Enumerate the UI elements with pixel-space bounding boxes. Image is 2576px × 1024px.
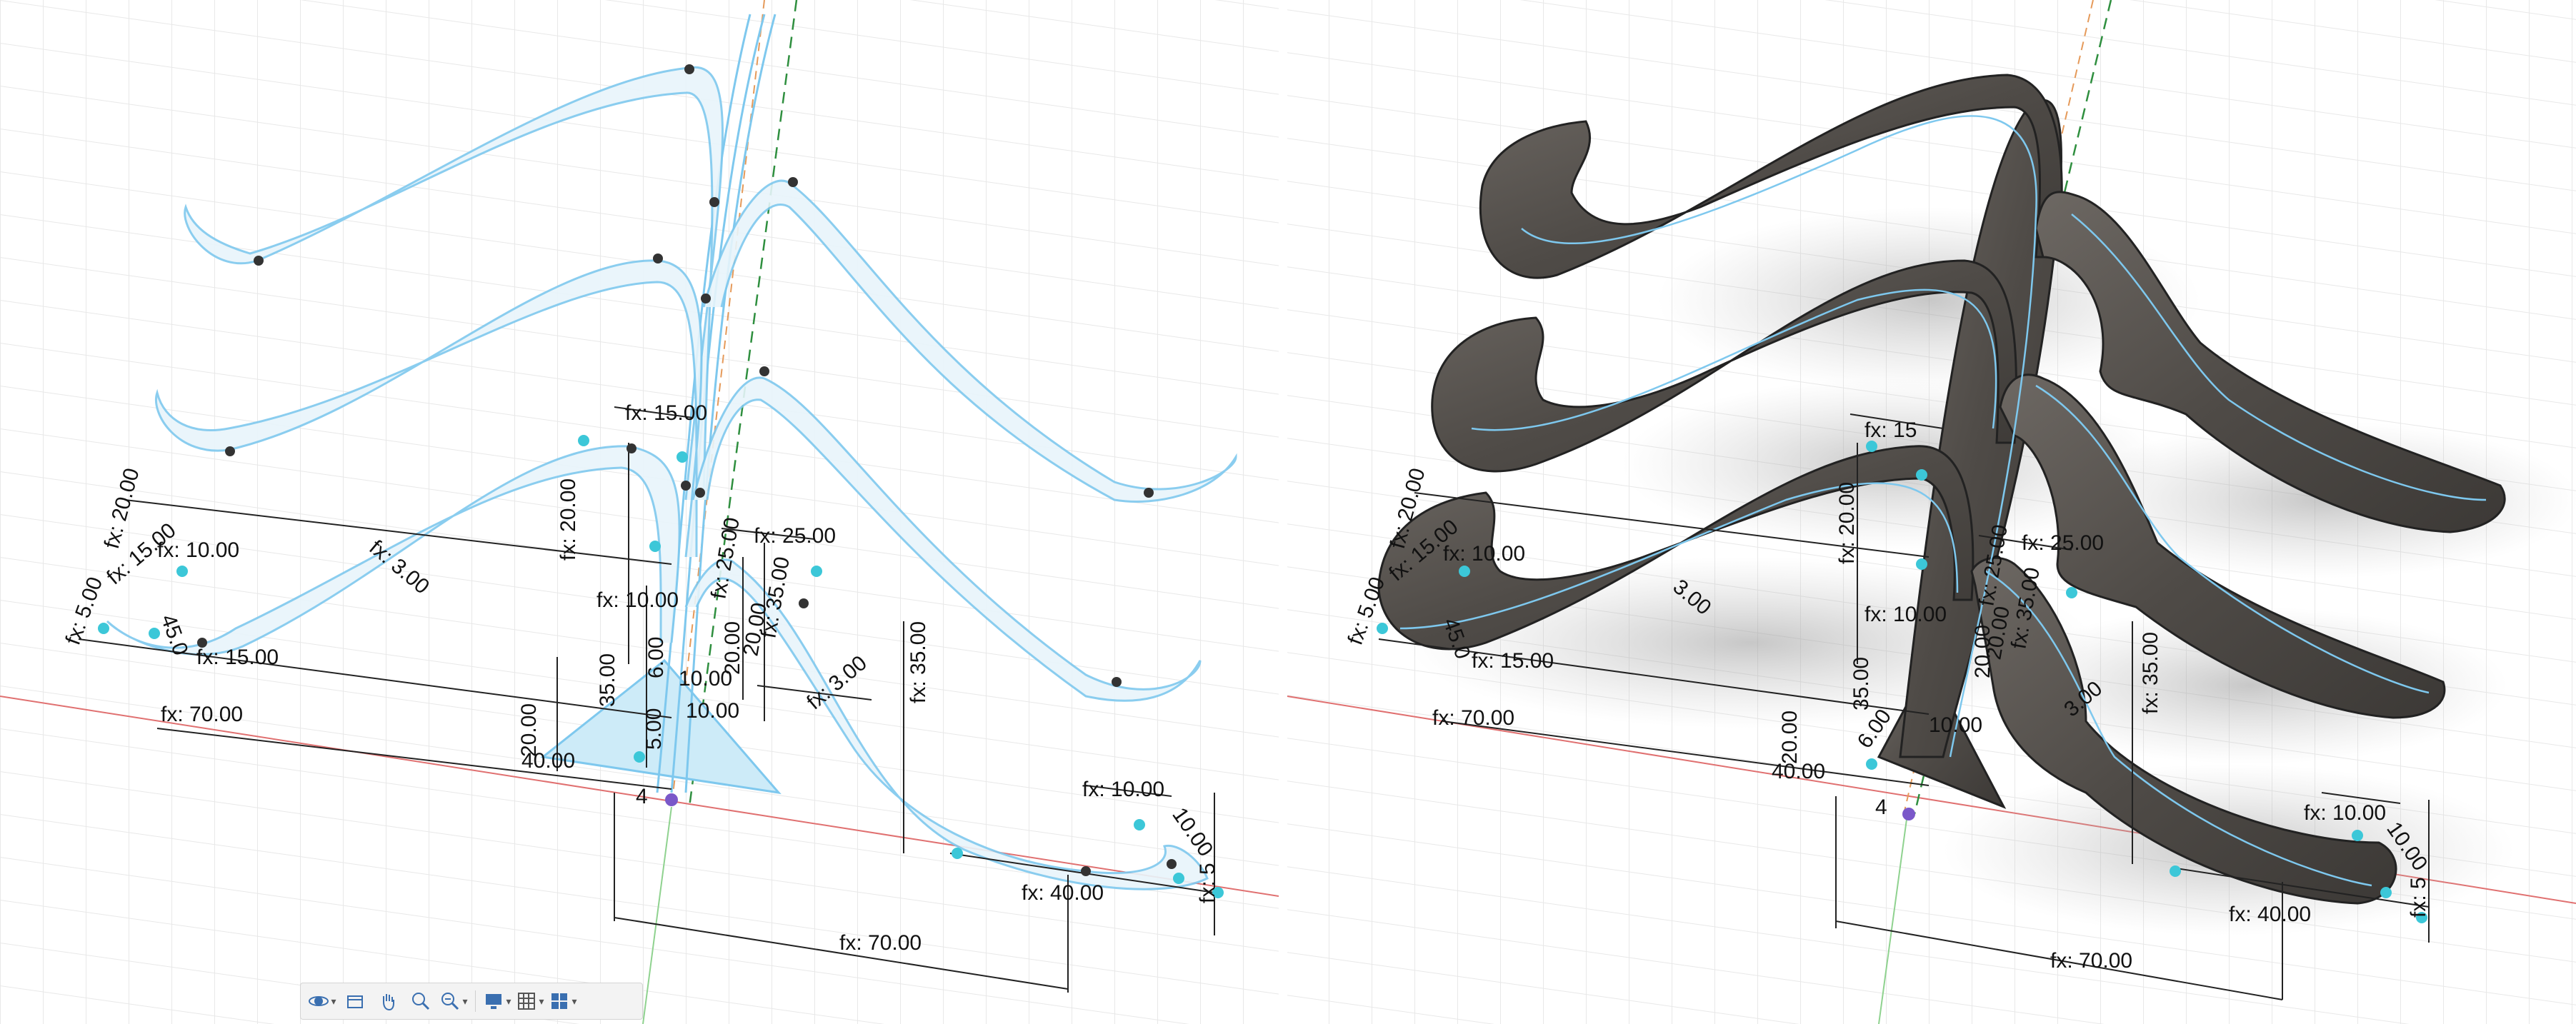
dimension-lines (1378, 413, 2430, 1000)
look-at-icon (347, 995, 363, 1008)
chevron-down-icon[interactable]: ▾ (331, 995, 336, 1007)
dim-label: fx: 15 (1864, 418, 1917, 442)
dim-label: fx: 25.00 (754, 524, 836, 548)
grid-settings-icon (518, 993, 536, 1010)
dim-label: fx: 15.00 (625, 401, 707, 425)
toolbar-divider (475, 990, 476, 1012)
dim-label: 20.00 (721, 621, 744, 675)
dim-label: fx: 70.00 (1432, 706, 1514, 730)
dim-label: 10.00 (1929, 713, 1982, 737)
dim-label: fx: 10.00 (1443, 542, 1525, 566)
dim-label: 40.00 (1772, 760, 1825, 783)
dimension-lines (78, 406, 1215, 993)
dim-label: fx: 5 (1196, 863, 1219, 903)
middle-left-branch-body (1431, 259, 2017, 473)
dim-label: fx: 40.00 (2229, 903, 2311, 926)
dim-label: fx: 20.00 (556, 478, 580, 561)
dim-label: 4 (636, 785, 648, 808)
dim-label: 10.00 (686, 699, 739, 723)
y-axis-line (642, 806, 672, 1024)
left-viewport[interactable]: fx: 15.00 fx: 20.00 fx: 25.00 fx: 20.00 … (0, 0, 1279, 1024)
fit-button[interactable]: ▾ (439, 987, 468, 1015)
dimension-labels[interactable]: fx: 15 fx: 20.00 fx: 25.00 fx: 20.00 fx:… (1344, 418, 2432, 973)
y-axis-line (1878, 813, 1908, 1024)
pan-button[interactable] (374, 987, 402, 1015)
dim-label: 10.00 (679, 667, 732, 691)
dim-label: fx: 25.00 (2022, 531, 2104, 555)
chevron-down-icon[interactable]: ▾ (506, 995, 511, 1007)
display-settings-icon (486, 994, 502, 1009)
dim-label: fx: 40.00 (1022, 881, 1104, 905)
fit-zoom-icon (441, 993, 459, 1010)
chevron-down-icon[interactable]: ▾ (571, 995, 577, 1007)
middle-right-branch[interactable] (692, 376, 1202, 702)
dim-label: fx: 10.00 (157, 538, 239, 562)
dim-label: 20.00 (517, 703, 541, 757)
x-axis-line (0, 696, 1279, 897)
orbit-icon (309, 996, 329, 1006)
grid-settings-button[interactable]: ▾ (516, 987, 544, 1015)
dim-label: 5.00 (642, 708, 666, 750)
dim-label: 20.00 (1971, 625, 1995, 678)
zoom-button[interactable] (406, 987, 435, 1015)
dim-label: 20.00 (1778, 711, 1802, 764)
dim-label: fx: 20.00 (1835, 482, 1859, 564)
dim-label: fx: 15.00 (196, 646, 279, 669)
lower-right-branch[interactable] (684, 558, 1209, 890)
dim-label: fx: 70.00 (161, 703, 243, 726)
constraint-points[interactable] (98, 435, 1224, 898)
upper-right-branch-body (2035, 191, 2506, 533)
dim-label: fx: 35.00 (907, 621, 930, 703)
sketch-overlay (1399, 115, 2487, 887)
lower-left-branch-body (1377, 445, 1975, 651)
curve-points[interactable] (197, 64, 1177, 876)
dim-label: 35.00 (596, 653, 619, 707)
viewports-icon (551, 993, 568, 1009)
dim-label: fx: 10.00 (596, 588, 679, 612)
chevron-down-icon[interactable]: ▾ (539, 995, 544, 1007)
pan-hand-icon (383, 994, 394, 1011)
dim-label: fx: 10.00 (1082, 778, 1164, 801)
constraint-points[interactable] (1377, 441, 2427, 923)
dim-label: 6.00 (644, 637, 668, 678)
chevron-down-icon[interactable]: ▾ (462, 995, 468, 1007)
upper-left-branch-body (1479, 74, 2063, 279)
viewports-button[interactable]: ▾ (549, 987, 577, 1015)
dim-label: fx: 10.00 (2304, 801, 2386, 825)
display-settings-button[interactable]: ▾ (483, 987, 511, 1015)
right-viewport[interactable]: fx: 15 fx: 20.00 fx: 25.00 fx: 20.00 fx:… (1287, 0, 2576, 1024)
dim-label: 4 (1875, 795, 1887, 819)
upper-right-branch[interactable] (702, 179, 1237, 503)
orbit-button[interactable]: ▾ (308, 987, 336, 1015)
dim-label: fx: 35.00 (2139, 632, 2162, 714)
navigation-bar: ▾ ▾ ▾ ▾ ▾ (300, 983, 643, 1020)
dim-label: fx: 10.00 (1864, 603, 1947, 626)
dim-label: 35.00 (1849, 657, 1873, 711)
dim-label: fx: 5 (2407, 877, 2430, 918)
look-at-button[interactable] (341, 987, 369, 1015)
dim-label: fx: 70.00 (2050, 949, 2132, 973)
zoom-icon (412, 993, 430, 1010)
upper-left-branch[interactable] (184, 66, 724, 501)
grid-plane (0, 0, 1279, 1024)
z-axis-dashed-line (688, 0, 798, 808)
dim-label: fx: 15.00 (1472, 649, 1554, 673)
dim-label: 40.00 (521, 749, 575, 773)
middle-left-branch[interactable] (155, 259, 703, 558)
dim-label: fx: 70.00 (839, 931, 922, 955)
